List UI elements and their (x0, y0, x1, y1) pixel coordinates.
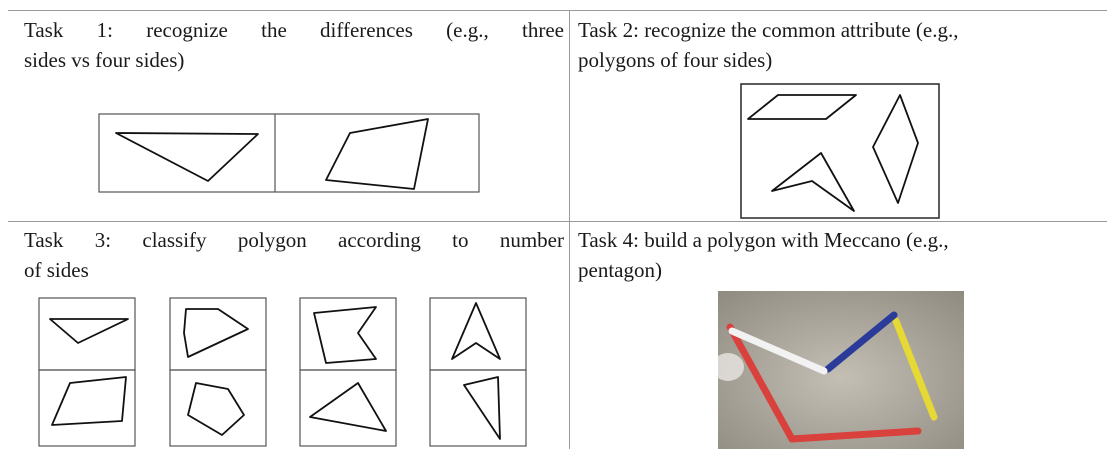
task-4-caption-line-2: pentagon) (578, 255, 1107, 285)
dart-shape (772, 153, 854, 211)
triangle-shape (116, 133, 258, 181)
grid-cell-1a (39, 298, 135, 370)
task-1-caption-line-1: Task 1: recognize the differences (e.g.,… (24, 15, 564, 45)
task-2-figure (740, 83, 940, 219)
task-3-caption-line-1: Task 3: classify polygon according to nu… (24, 225, 564, 255)
pentagon-1 (188, 383, 244, 435)
task-4-caption-line-1: Task 4: build a polygon with Meccano (e.… (578, 225, 1107, 255)
task-2-caption-line-2: polygons of four sides) (578, 45, 1107, 75)
pentagon-irregular-1 (184, 309, 248, 357)
concave-quad-arrow (452, 303, 500, 359)
quadrilateral-shape (326, 119, 428, 189)
task-1-caption-line-2: sides vs four sides) (24, 45, 564, 75)
meccano-photo (718, 291, 964, 449)
task-3-figure (38, 297, 554, 447)
quadrilateral-1 (52, 377, 126, 425)
parallelogram-shape (748, 95, 856, 119)
rhombus-shape (873, 95, 918, 203)
task-1-figure (98, 113, 480, 193)
triangle-2 (310, 383, 386, 431)
task-3-caption-line-2: of sides (24, 255, 564, 285)
task-2-caption-line-1: Task 2: recognize the common attribute (… (578, 15, 1107, 45)
grid-cell-3a (300, 298, 396, 370)
triangle-3 (464, 377, 500, 439)
task-4-caption: Task 4: build a polygon with Meccano (e.… (578, 225, 1107, 285)
concave-pentagon (314, 307, 376, 363)
task-2-frame (741, 84, 939, 218)
task-3-caption: Task 3: classify polygon according to nu… (24, 225, 564, 285)
grid-cell-2b (170, 370, 266, 446)
task-table: Task 1: recognize the differences (e.g.,… (8, 10, 1107, 449)
task-1-caption: Task 1: recognize the differences (e.g.,… (24, 15, 564, 75)
grid-cell-3b (300, 370, 396, 446)
column-divider (569, 11, 570, 449)
triangle-1 (50, 319, 128, 343)
row-divider (8, 221, 1107, 222)
task-2-caption: Task 2: recognize the common attribute (… (578, 15, 1107, 75)
